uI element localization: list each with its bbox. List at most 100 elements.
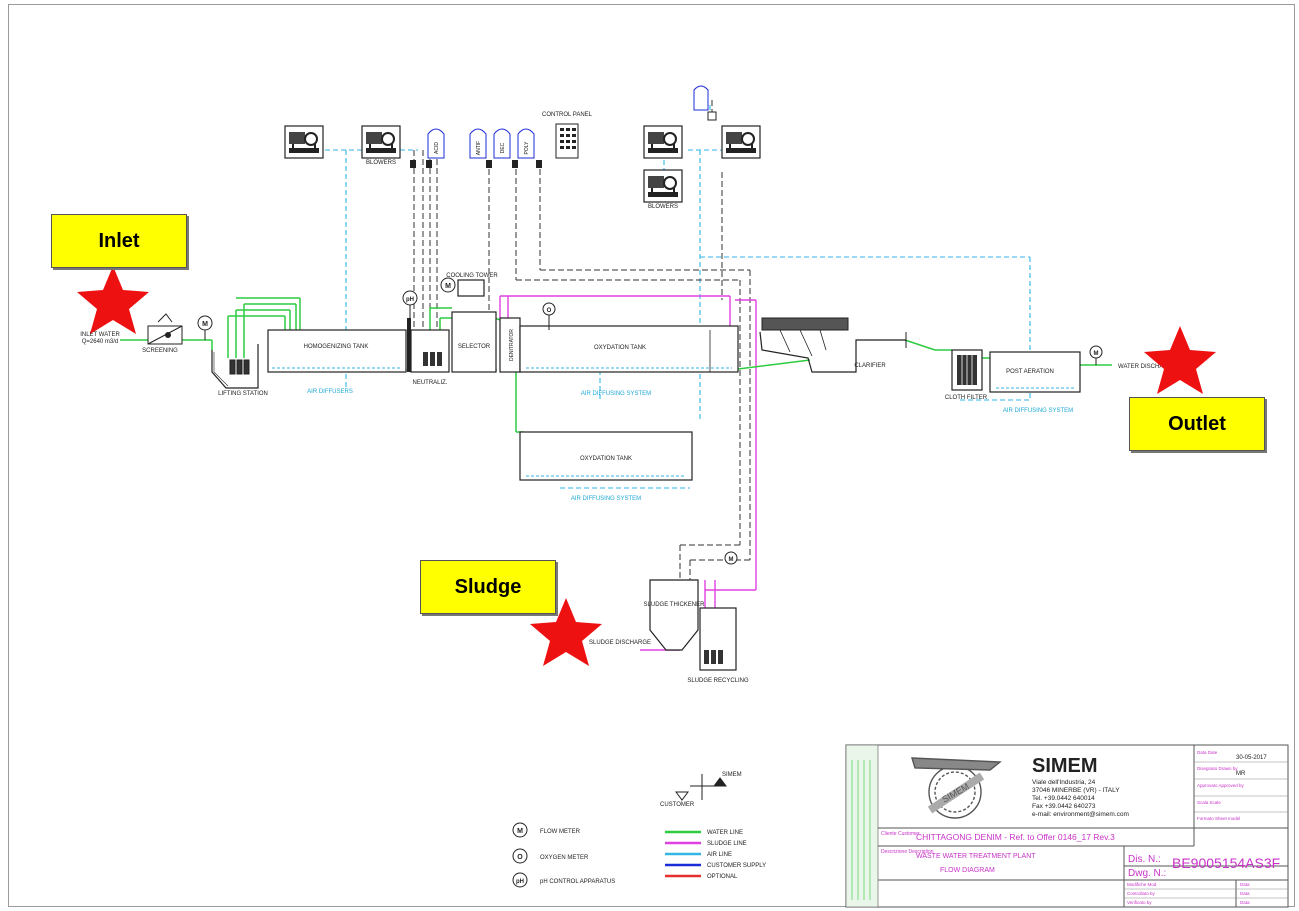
air-diffusing-system-3-label: AIR DIFFUSING SYSTEM	[1003, 408, 1073, 414]
dosing-tanks	[427, 128, 535, 159]
titleblock-dis-no: Dis. N.:	[1128, 854, 1161, 865]
titleblock-fax: Fax +39.0442 640273	[1032, 803, 1096, 810]
oxydation-tank-2-label: OXYDATION TANK	[580, 456, 632, 462]
legend-line-label: SLUDGE LINE	[707, 841, 747, 847]
post-aeration-label: POST AERATION	[1006, 369, 1054, 375]
sludge-lines	[499, 295, 757, 670]
blowers-group-2	[643, 125, 761, 203]
svg-text:M: M	[517, 828, 523, 835]
denitrator-label: DENITRATOR	[509, 329, 515, 361]
flow-meter-m: M	[202, 321, 208, 328]
titleblock-modified-label: Modifiche Mod.	[1127, 882, 1158, 887]
titleblock-approved-label: Approvato Approved by	[1197, 783, 1245, 788]
neutralization-tank	[410, 329, 450, 373]
outlet-callout: Outlet	[1129, 397, 1265, 451]
titleblock-verified-label: Verificato by	[1127, 900, 1152, 905]
svg-text:M: M	[1094, 351, 1099, 357]
inlet-flow-label: Q=2640 m3/d	[82, 339, 119, 345]
titleblock-description-value: WASTE WATER TREATMENT PLANT	[916, 853, 1036, 860]
poly-label: POLY	[524, 141, 530, 155]
inlet-star-icon	[77, 266, 149, 334]
titleblock-customer-value: CHITTAGONG DENIM - Ref. to Offer 0146_17…	[916, 832, 1115, 842]
titleblock-addr1: Viale dell'Industria, 24	[1032, 779, 1096, 786]
selector-tank: SELECTOR	[451, 311, 497, 373]
oxydation-tank-1: OXYDATION TANK	[519, 325, 739, 373]
sludge-star-icon	[530, 598, 602, 666]
sludge-thickener	[649, 579, 699, 651]
title-block	[845, 744, 1289, 908]
titleblock-company: SIMEM	[1032, 755, 1098, 777]
legend-line-label: WATER LINE	[707, 830, 743, 836]
titleblock-drawn-value: MR	[1236, 771, 1246, 777]
blowers-group-1	[284, 125, 401, 159]
lifting-station	[211, 344, 259, 389]
air-diffusers-label: AIR DIFFUSERS	[307, 389, 353, 395]
oxydation-tank-2: OXYDATION TANK	[519, 431, 693, 481]
flow-meter-neutraliz: M	[440, 277, 456, 293]
blowers-1-label: BLOWERS	[366, 160, 396, 166]
homogenizing-tank-label: HOMOGENIZING TANK	[304, 344, 369, 350]
sludge-recycling-label: SLUDGE RECYCLING	[687, 678, 749, 684]
oxygen-meter-1: O	[542, 302, 556, 330]
titleblock-drawn-label: Disegnato Drawn by	[1197, 766, 1238, 771]
cloth-filter-label: CLOTH FILTER	[945, 395, 988, 401]
water-lines	[120, 297, 1112, 433]
water-discharge-label: WATER DISCHARGE	[1118, 364, 1176, 370]
homogenizing-tank: HOMOGENIZING TANK	[267, 318, 411, 373]
cooling-tower-label: COOLING TOWER	[446, 273, 498, 279]
svg-text:pH: pH	[516, 879, 524, 885]
cooling-tower	[457, 279, 485, 297]
oxygen-meter-o: O	[547, 308, 552, 314]
dosing-pumps	[410, 160, 542, 168]
symbol-legend: M FLOW METER O OXYGEN METER pH pH CONTRO…	[512, 822, 615, 888]
supply-legend	[675, 774, 727, 801]
titleblock-data-short-2: Data	[1240, 891, 1250, 896]
titleblock-data-short-3: Data	[1240, 900, 1250, 905]
legend-customer: CUSTOMER	[660, 802, 695, 808]
titleblock-tel: Tel. +39.0442 640014	[1032, 795, 1095, 802]
legend-oxygen-meter: OXYGEN METER	[540, 855, 589, 861]
titleblock-checked-label: Controllato by	[1127, 891, 1156, 896]
clarifier	[759, 317, 907, 373]
titleblock-dwg-no: Dwg. N.:	[1128, 868, 1166, 879]
legend-flow-meter: FLOW METER	[540, 829, 581, 835]
antif-label: ANTIF	[476, 141, 482, 155]
sludge-recycling-tank	[699, 607, 737, 671]
control-panel-label: CONTROL PANEL	[542, 112, 593, 118]
legend-simem: SIMEM	[722, 772, 742, 778]
titleblock-scale-label: Scala Scale	[1197, 800, 1221, 805]
selector-label: SELECTOR	[458, 344, 491, 350]
flow-meter-outlet: M	[1089, 345, 1103, 365]
blowers-2-label: BLOWERS	[648, 204, 678, 210]
ph-meter-text: pH	[406, 297, 414, 303]
control-panel	[555, 123, 579, 159]
titleblock-sheet-label: Formato Sheet model	[1197, 816, 1240, 821]
ph-meter: pH	[402, 290, 418, 318]
air-diffusing-system-1-label: AIR DIFFUSING SYSTEM	[581, 391, 651, 397]
sludge-callout: Sludge	[420, 560, 556, 614]
svg-text:M: M	[729, 557, 734, 563]
legend-line-label: OPTIONAL	[707, 874, 738, 880]
titleblock-date-label: Data Date	[1197, 750, 1218, 755]
air-diffusing-system-2-label: AIR DIFFUSING SYSTEM	[571, 496, 641, 502]
titleblock-description-sub: FLOW DIAGRAM	[940, 867, 995, 874]
dec-label: DEC	[500, 142, 506, 153]
svg-text:M: M	[445, 283, 451, 290]
screening-label: SCREENING	[142, 348, 178, 354]
inlet-callout: Inlet	[51, 214, 187, 268]
titleblock-data-short-1: Data	[1240, 882, 1250, 887]
flow-meter-inlet: M	[197, 315, 213, 340]
sludge-thickener-label: SLUDGE THICKENER	[644, 602, 706, 608]
cloth-filter	[951, 349, 983, 391]
top-dosing-tank	[693, 85, 717, 121]
legend-line-label: AIR LINE	[707, 852, 732, 858]
outlet-star-icon	[1144, 326, 1216, 394]
svg-text:O: O	[517, 854, 523, 861]
denitrator-tank: DENITRATOR	[499, 317, 521, 373]
sludge-discharge-label: SLUDGE DISCHARGE	[589, 640, 651, 646]
neutraliz-label: NEUTRALIZ.	[412, 380, 447, 386]
titleblock-date-value: 30-05-2017	[1236, 755, 1267, 761]
titleblock-customer-label: Cliente Customer	[881, 831, 920, 837]
